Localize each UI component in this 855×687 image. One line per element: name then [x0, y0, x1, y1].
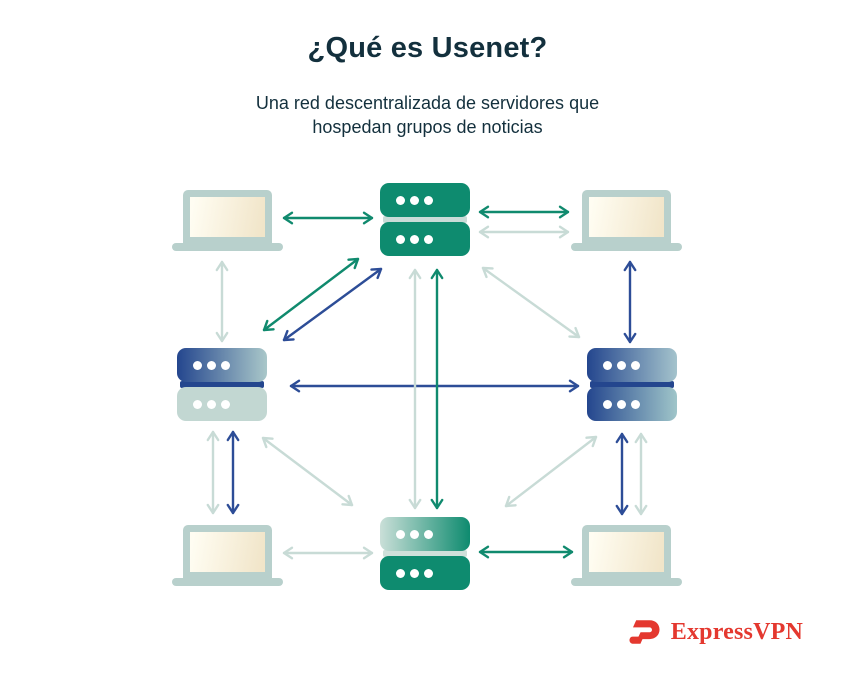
- server-led-icon: [396, 529, 405, 539]
- edge-laptop-top-left--server-left: [215, 260, 229, 343]
- edge-server-left--laptop-bottom-left: [206, 430, 220, 515]
- server-led-icon: [631, 360, 640, 370]
- laptop-base: [172, 243, 283, 251]
- laptop-screen: [190, 197, 265, 237]
- laptop-lid: [183, 525, 272, 578]
- server-led-icon: [410, 234, 419, 244]
- edge-server-left--laptop-bottom-left: [226, 430, 240, 515]
- server-led-icon: [410, 529, 419, 539]
- edge-laptop-top-left--server-top: [282, 211, 374, 225]
- edge-server-right--laptop-bottom-right: [615, 432, 629, 516]
- server-led-icon: [396, 195, 405, 205]
- server-separator: [383, 216, 467, 223]
- edge-server-top--server-bottom: [408, 268, 422, 510]
- server-led-icon: [424, 234, 433, 244]
- server-unit: [380, 183, 470, 217]
- server-top: [380, 183, 470, 256]
- server-separator: [590, 381, 674, 388]
- laptop-base: [172, 578, 283, 586]
- server-separator: [383, 550, 467, 557]
- server-unit: [380, 556, 470, 590]
- server-led-icon: [193, 360, 202, 370]
- laptop-screen: [589, 197, 664, 237]
- laptop-base: [571, 578, 682, 586]
- edge-server-left--server-top: [282, 267, 383, 342]
- page-subtitle: Una red descentralizada de servidores qu…: [255, 93, 600, 137]
- server-led-icon: [410, 568, 419, 578]
- server-left: [177, 348, 267, 421]
- server-led-icon: [617, 360, 626, 370]
- server-separator: [180, 381, 264, 388]
- server-led-icon: [207, 399, 216, 409]
- server-bottom: [380, 517, 470, 590]
- laptop-bottom-left: [172, 525, 283, 586]
- laptop-bottom-right: [571, 525, 682, 586]
- laptop-top-left: [172, 190, 283, 251]
- laptop-lid: [582, 190, 671, 243]
- laptop-top-right: [571, 190, 682, 251]
- brand-wordmark: ExpressVPN: [670, 618, 803, 645]
- server-led-icon: [631, 399, 640, 409]
- brand-logo: ExpressVPN: [626, 615, 803, 649]
- server-unit: [177, 348, 267, 382]
- edge-server-left--server-top: [262, 257, 360, 332]
- server-unit: [380, 517, 470, 551]
- edge-server-top--laptop-top-right: [478, 205, 570, 219]
- server-led-icon: [193, 399, 202, 409]
- server-led-icon: [410, 195, 419, 205]
- laptop-screen: [589, 532, 664, 572]
- server-unit: [380, 222, 470, 256]
- server-unit: [587, 387, 677, 421]
- edge-server-left--server-bottom: [261, 436, 354, 507]
- edge-server-top--server-bottom: [430, 268, 444, 510]
- server-led-icon: [221, 360, 230, 370]
- server-led-icon: [207, 360, 216, 370]
- laptop-lid: [582, 525, 671, 578]
- server-led-icon: [424, 195, 433, 205]
- server-led-icon: [424, 568, 433, 578]
- edge-server-bottom--server-right: [504, 435, 598, 508]
- server-unit: [587, 348, 677, 382]
- server-led-icon: [603, 360, 612, 370]
- server-led-icon: [396, 234, 405, 244]
- server-led-icon: [617, 399, 626, 409]
- edge-laptop-top-right--server-right: [623, 260, 637, 344]
- edge-server-right--laptop-bottom-right: [634, 432, 648, 516]
- laptop-base: [571, 243, 682, 251]
- server-led-icon: [221, 399, 230, 409]
- edge-server-left--server-right: [289, 379, 580, 393]
- edge-server-top--server-right: [481, 266, 581, 339]
- server-unit: [177, 387, 267, 421]
- laptop-screen: [190, 532, 265, 572]
- laptop-lid: [183, 190, 272, 243]
- page-title: ¿Qué es Usenet?: [307, 32, 548, 64]
- server-led-icon: [396, 568, 405, 578]
- server-led-icon: [424, 529, 433, 539]
- server-right: [587, 348, 677, 421]
- edge-server-top--laptop-top-right: [478, 225, 570, 239]
- server-led-icon: [603, 399, 612, 409]
- edge-laptop-bottom-left--server-bottom: [282, 546, 374, 560]
- expressvpn-mark-icon: [629, 620, 660, 644]
- edge-server-bottom--laptop-bottom-right: [478, 545, 574, 559]
